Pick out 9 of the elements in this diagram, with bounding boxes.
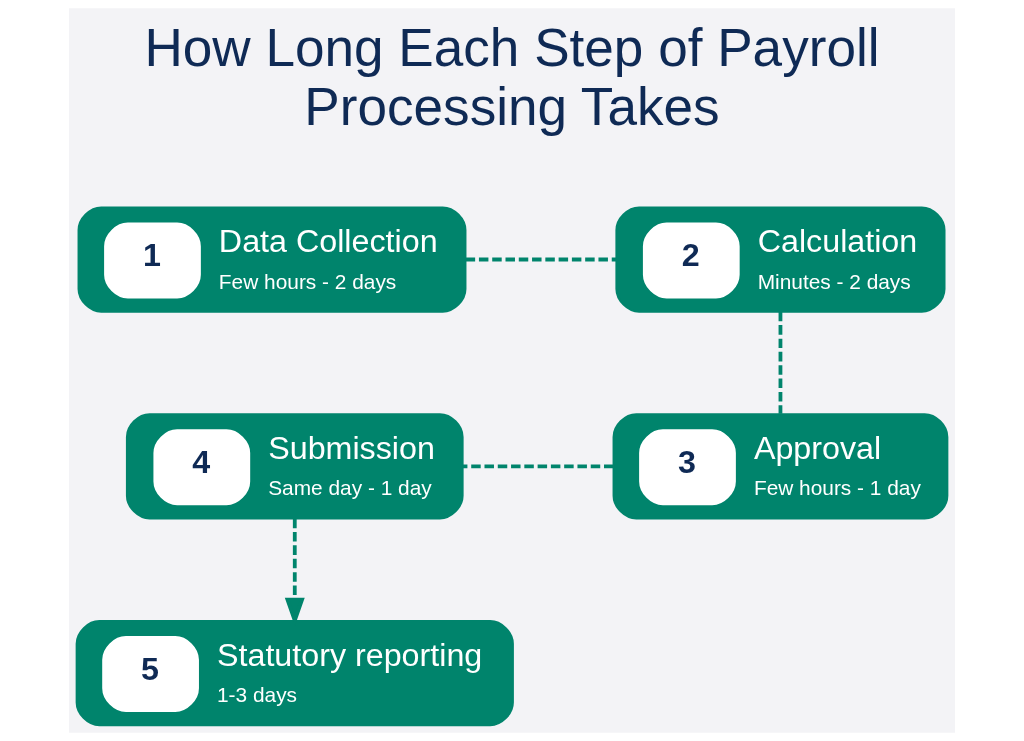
node-box: 3 Approval Few hours - 1 day — [612, 413, 949, 520]
node-box: 4 Submission Same day - 1 day — [125, 413, 464, 520]
node-box: 1 Data Collection Few hours - 2 days — [77, 206, 467, 313]
connector — [778, 312, 783, 414]
diagram-title: How Long Each Step of Payroll Processing Takes — [144, 17, 880, 136]
connector — [465, 257, 617, 262]
node-box: 5 Statutory reporting 1-3 days — [75, 619, 514, 727]
connector — [462, 464, 614, 469]
node-box: 2 Calculation Minutes - 2 days — [615, 206, 946, 313]
